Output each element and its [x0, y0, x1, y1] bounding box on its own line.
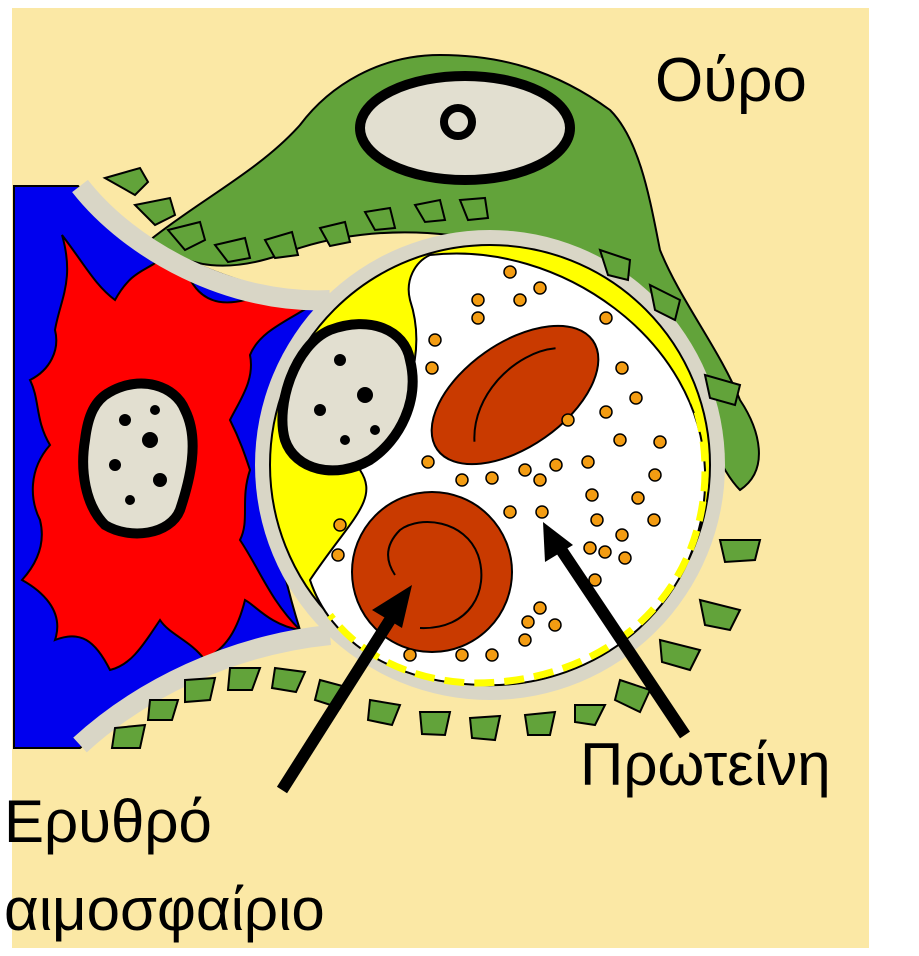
label-red-blood-cell-line1: Ερυθρό: [4, 792, 212, 852]
podocyte-nucleolus: [444, 108, 472, 136]
mesangial-nucleus: [83, 384, 192, 534]
label-urine: Ούρο: [655, 50, 807, 112]
label-red-blood-cell-line2: αιμοσφαίριο: [4, 880, 325, 940]
red-blood-cell-lower: [352, 492, 512, 652]
label-protein: Πρωτείνη: [580, 735, 831, 795]
